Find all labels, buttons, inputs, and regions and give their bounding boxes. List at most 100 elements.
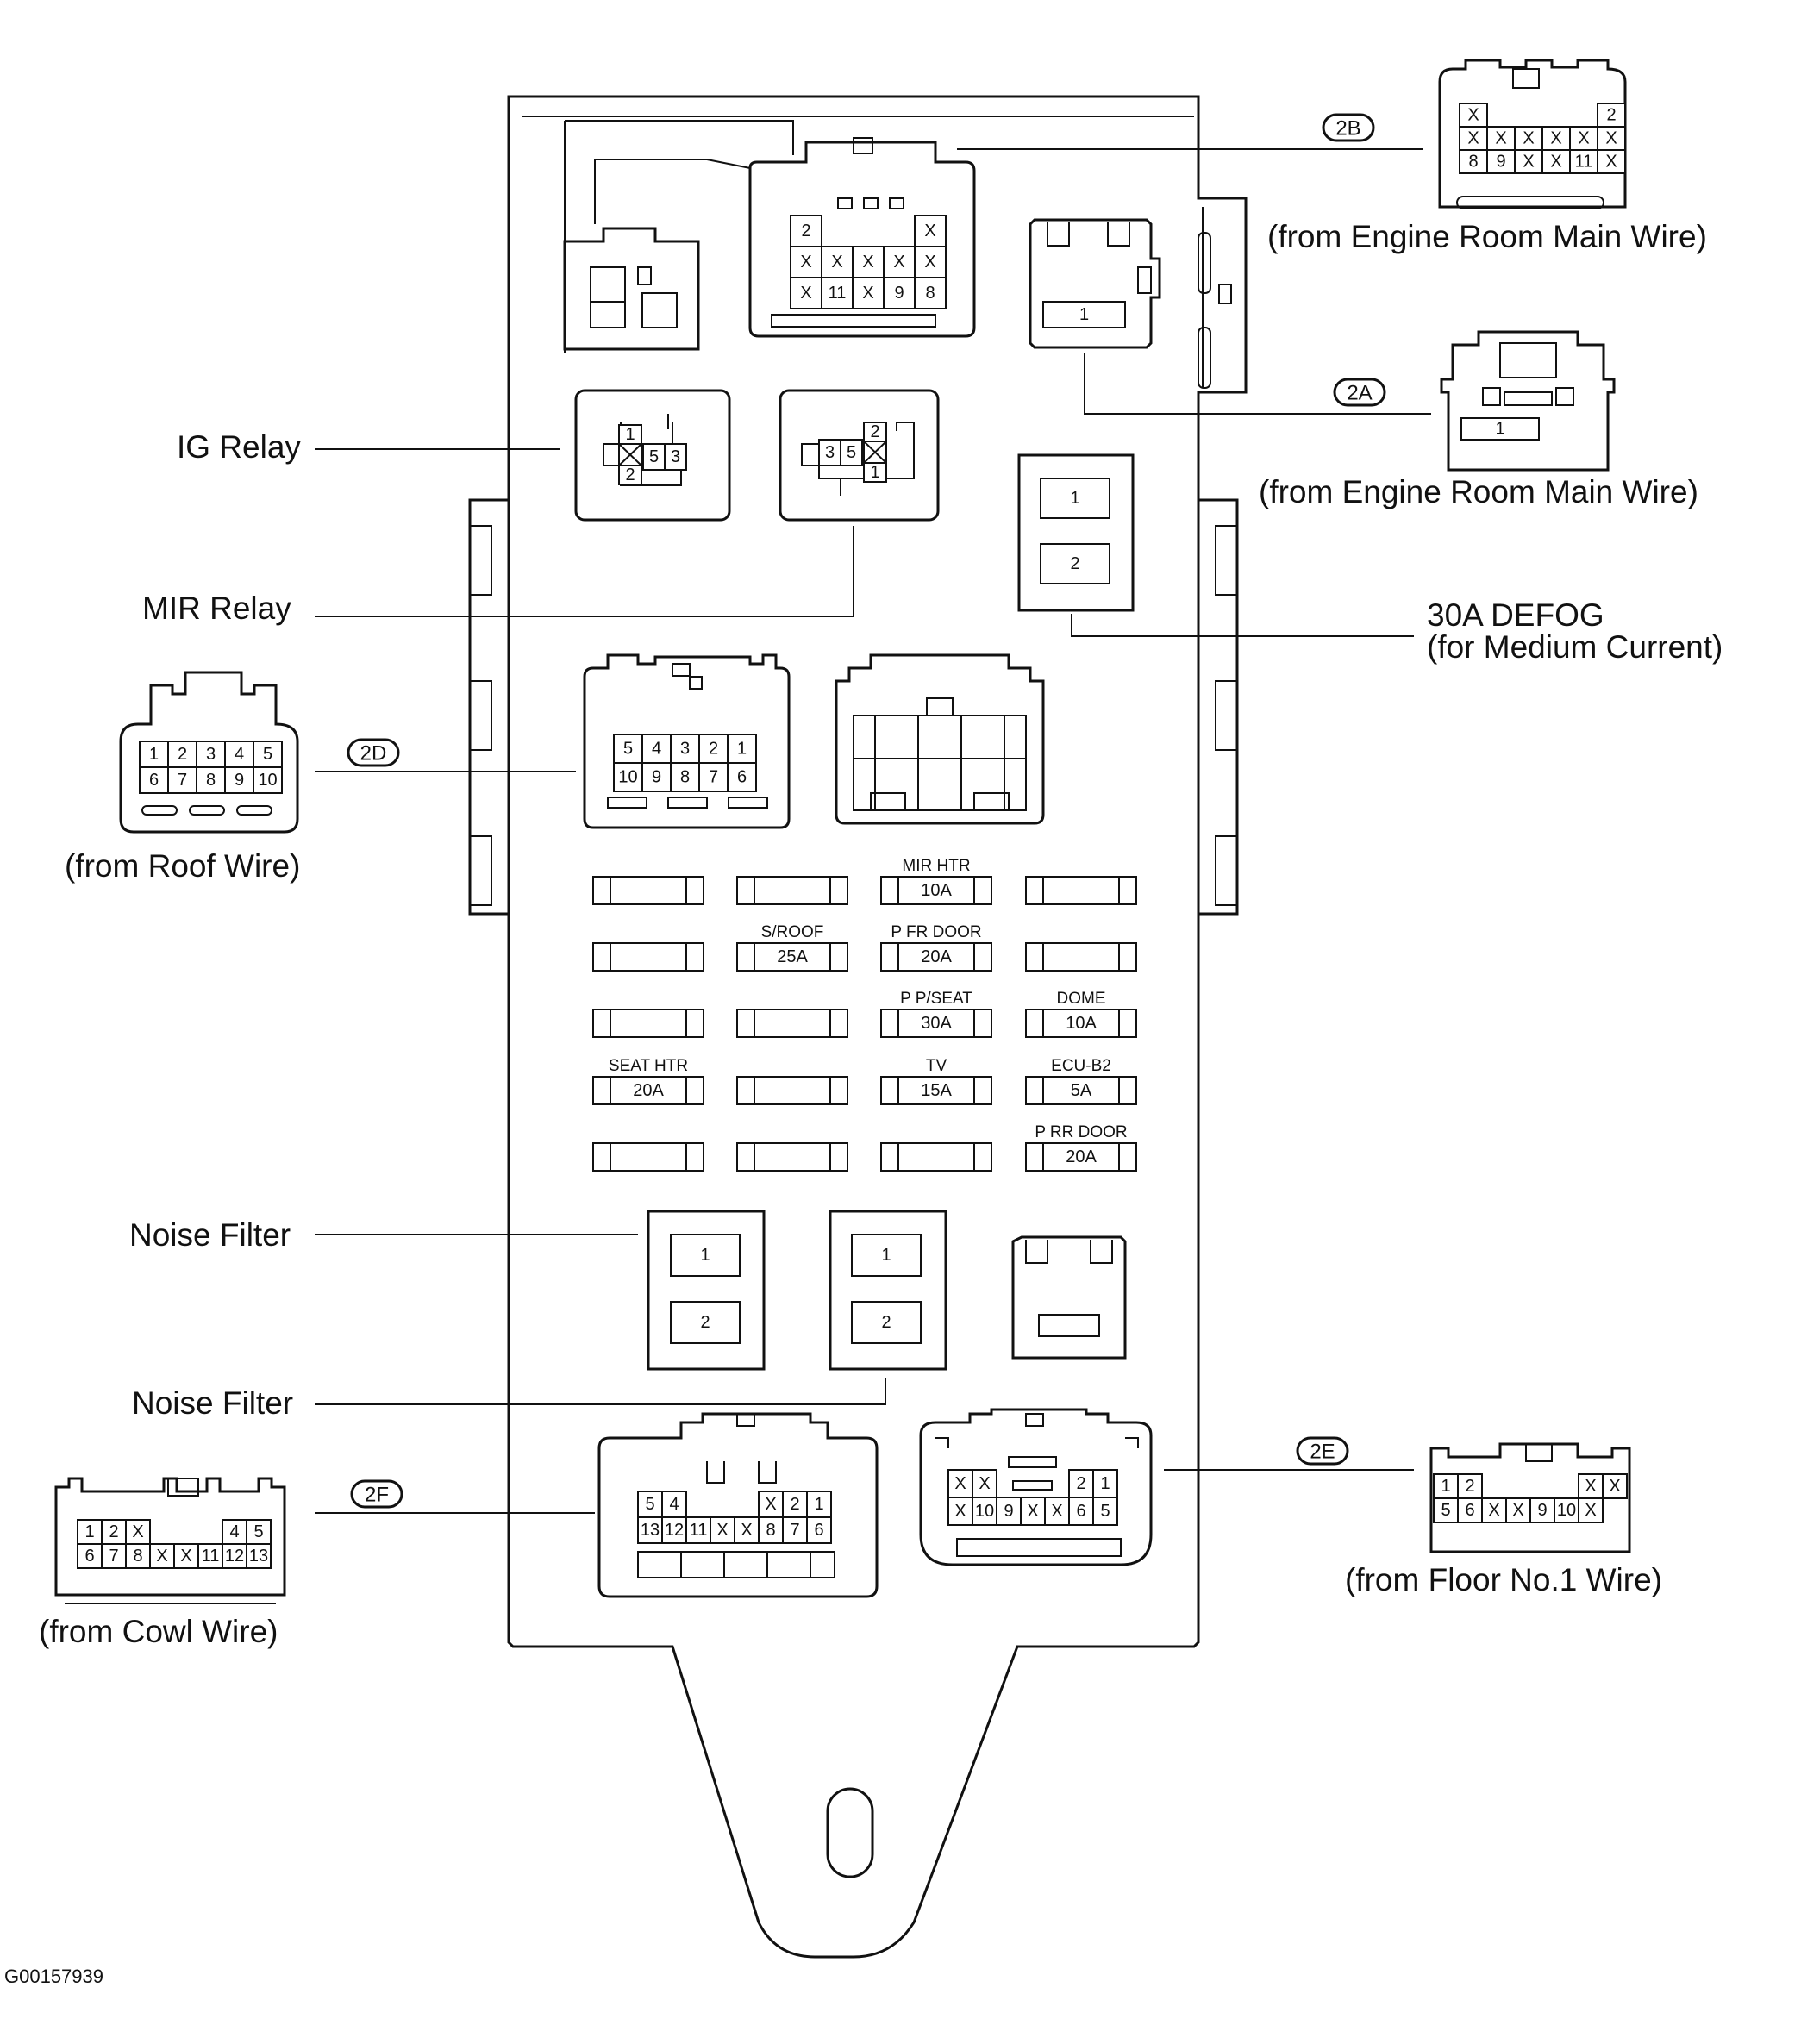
defog-label: 30A DEFOG [1427, 597, 1604, 633]
fuse-amperage: 5A [1071, 1081, 1092, 1100]
fuse-name: P P/SEAT [900, 990, 972, 1008]
pin-label: X [1550, 153, 1561, 172]
pin-label: 2 [870, 422, 879, 441]
pin-label: 9 [1004, 1502, 1013, 1521]
fuse-slot [1025, 942, 1137, 972]
fuse-amperage: 20A [921, 947, 952, 966]
pin-label: 5 [645, 1495, 654, 1514]
pin-label: 10 [618, 768, 637, 787]
pin-label: 10 [258, 771, 277, 790]
pin-cell [1514, 149, 1543, 174]
pin-cell [727, 762, 757, 792]
fuse-name: ECU-B2 [1051, 1057, 1111, 1075]
terminal-label: 1 [1070, 489, 1079, 508]
pin-label: X [1027, 1502, 1038, 1521]
connector-2a-pins: 1 [1460, 417, 1540, 441]
noise-filter-label-1: Noise Filter [129, 1217, 291, 1253]
pin-label: X [954, 1502, 966, 1521]
fuse-name: SEAT HTR [609, 1057, 688, 1075]
pin-label: X [924, 253, 935, 272]
fuse-amperage: 30A [921, 1014, 952, 1033]
pin-label: 11 [829, 284, 847, 303]
pin-cell [1068, 1497, 1094, 1526]
connector-2f-housing [597, 1412, 879, 1598]
pin-cell [1597, 126, 1626, 151]
pin-label: 12 [665, 1521, 684, 1540]
pin-cell [1578, 1497, 1604, 1523]
figure-code: G00157939 [4, 1966, 103, 1987]
fuse-slot [880, 1142, 992, 1172]
pin-label: 3 [825, 443, 835, 462]
fuse-slot: SEAT HTR 20A [592, 1057, 704, 1105]
pin-label: X [862, 253, 873, 272]
connector-2b-external [1438, 59, 1627, 209]
connector-2d-housing [583, 653, 791, 829]
pin-cell [1505, 1497, 1531, 1523]
pin-label: X [156, 1547, 167, 1566]
pin-cell [642, 443, 666, 471]
connector-2a-housing [1029, 218, 1161, 349]
small-right-connector [1011, 1235, 1127, 1360]
pin-cell [664, 443, 687, 471]
pin-cell [670, 762, 700, 792]
pin-label: 7 [790, 1521, 799, 1540]
pin-cell [1044, 1497, 1070, 1526]
pin-label: X [1609, 1477, 1620, 1496]
pin-label: 2 [1465, 1477, 1474, 1496]
fuse-slot: P FR DOOR 20A [880, 923, 992, 972]
pin-cell [806, 1516, 832, 1544]
pin-label: 11 [690, 1521, 708, 1540]
pin-cell [1042, 301, 1126, 328]
pin-cell [1459, 149, 1488, 174]
pin-label: 2 [178, 745, 187, 764]
terminal-label: 2 [881, 1313, 891, 1332]
fuse-name: P FR DOOR [891, 923, 981, 941]
pin-label: 6 [1076, 1502, 1085, 1521]
pin-label: 1 [625, 425, 635, 444]
terminal [851, 1301, 922, 1344]
pin-label: X [954, 1474, 966, 1493]
fuse-amperage: 20A [633, 1081, 664, 1100]
pin-label: 2 [790, 1495, 799, 1514]
pin-label: 8 [133, 1547, 142, 1566]
pin-cell [698, 734, 729, 764]
pin-label: 5 [649, 447, 659, 466]
pin-label: X [979, 1474, 990, 1493]
pin-cell [883, 277, 916, 309]
leader-lines [315, 148, 1431, 1514]
pin-cell [167, 741, 197, 768]
pin-cell [852, 277, 885, 309]
pin-cell [637, 1491, 663, 1518]
noise-filter-2-pins: 12 [851, 1234, 922, 1344]
fuse-slot [592, 1009, 704, 1038]
pin-cell [863, 462, 887, 483]
connector-2f-external [54, 1477, 286, 1604]
pin-blocked [618, 443, 642, 466]
pin-label: 5 [1100, 1502, 1110, 1521]
fuse-slot: ECU-B2 5A [1025, 1057, 1137, 1105]
pin-label: 2 [1606, 106, 1616, 125]
pin-label: 8 [925, 284, 935, 303]
pin-label: X [1523, 129, 1534, 148]
pin-label: X [1585, 1477, 1596, 1496]
fuse-name: MIR HTR [902, 857, 970, 875]
pin-label: X [862, 284, 873, 303]
fuse-slot [592, 876, 704, 905]
fuse-slot [736, 1009, 848, 1038]
fuse-amperage: 20A [1066, 1147, 1097, 1166]
pin-label: X [1585, 1501, 1596, 1520]
fuse-slot [736, 1142, 848, 1172]
pin-cell [77, 1519, 103, 1545]
terminal [670, 1234, 741, 1277]
terminal-label: 2 [1070, 554, 1079, 573]
svg-text:2B: 2B [1335, 117, 1360, 141]
fuse-amperage: 25A [777, 947, 808, 966]
pin-label: X [741, 1521, 752, 1540]
svg-text:2E: 2E [1310, 1441, 1335, 1464]
pin-label: 9 [894, 284, 904, 303]
pin-cell [139, 766, 169, 794]
